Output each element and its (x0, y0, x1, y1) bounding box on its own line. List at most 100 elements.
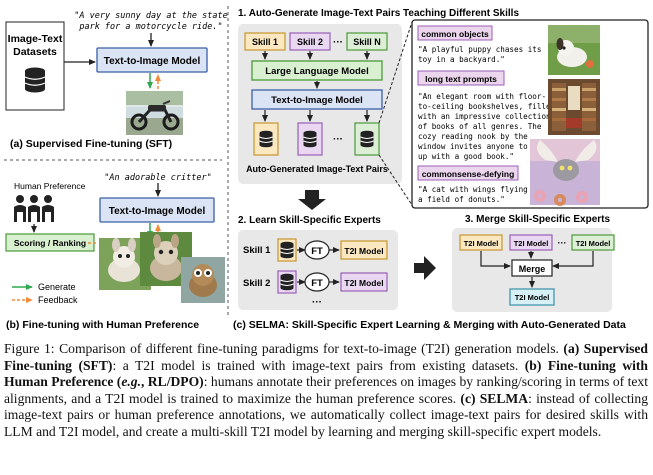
expert-2-skill: Skill 2 (243, 278, 270, 289)
tag-common-objects (417, 25, 493, 41)
figure-caption: Figure 1: Comparison of different fine-t… (4, 341, 648, 441)
example-3-line-1: "A cat with wings flying over (418, 185, 551, 194)
legend-feedback: Feedback (38, 295, 78, 305)
panel-a: Image-Text Datasets "A very sunny day at… (5, 11, 228, 150)
step1-title: 1. Auto-Generate Image-Text Pairs Teachi… (238, 8, 519, 19)
selma-t2i-label: Text-to-Image Model (271, 95, 363, 106)
panel-b-title: (b) Fine-tuning with Human Preference (6, 319, 199, 331)
merge-box (511, 259, 553, 277)
caption-a-text: : a T2I model is trained with image-text… (112, 357, 519, 373)
panel-c: 1. Auto-Generate Image-Text Pairs Teachi… (233, 8, 649, 331)
caption-c-head: (c) SELMA (460, 390, 529, 406)
datasets-label-1: Image-Text (8, 33, 63, 45)
skill-ellipsis: ··· (333, 37, 343, 48)
caption-a-head: (a) Supervised Fine-tuning (SFT) (4, 341, 648, 373)
expert-1-skill: Skill 1 (243, 245, 271, 256)
critter-image-3 (181, 257, 225, 303)
expert-2-model-box (340, 272, 388, 292)
expert-1-ft-label: FT (311, 246, 323, 257)
panel-c-title: (c) SELMA: Skill-Specific Expert Learnin… (233, 319, 626, 331)
merge-model-2-box (509, 234, 553, 251)
down-arrow (298, 190, 326, 210)
merged-model-box (509, 288, 555, 306)
tag-commonsense (417, 165, 519, 181)
skill-2-box (289, 32, 331, 51)
selma-t2i-box (251, 89, 383, 110)
caption-b-head-2: , RL/DPO) (140, 374, 204, 390)
example-1-line-2: toy in a backyard." (418, 55, 505, 64)
example-2-line-2: to-ceiling bookshelves, filled (418, 102, 555, 111)
sft-t2i-model-label: Text-to-Image Model (104, 56, 201, 67)
right-arrow (414, 256, 436, 280)
merged-model-label: T2I Model (515, 293, 550, 302)
zoom-line-top (378, 21, 413, 124)
example-2-line-3: with an impressive collection (418, 112, 551, 121)
example-2-line-7: up with a good book." (418, 152, 514, 161)
bookshelf-room-image (548, 79, 600, 135)
datasets-label-2: Datasets (13, 46, 57, 58)
rlhf-t2i-model-box (99, 197, 215, 223)
legend-generate: Generate (38, 282, 76, 292)
merge-model-1-label: T2I Model (464, 239, 499, 248)
tag-long-text-label: long text prompts (425, 74, 497, 84)
scoring-label: Scoring / Ranking (14, 238, 86, 248)
example-2-line-4: of books of all genres. The (418, 122, 542, 131)
caption-fig-label: Figure 1: (4, 341, 55, 356)
expert-2-model-label: T2I Model (344, 278, 383, 288)
expert-1-model-label: T2I Model (344, 246, 383, 256)
llm-box (251, 60, 383, 81)
caption-b-head-eg: e.g. (121, 374, 141, 390)
expert-1-model-box (340, 240, 388, 260)
datasets-box (5, 21, 65, 111)
merge-model-3-label: T2I Model (576, 239, 611, 248)
step2-title: 2. Learn Skill-Specific Experts (238, 215, 381, 226)
example-3-line-2: a field of donuts." (418, 195, 505, 204)
figure-diagram: Image-Text Datasets "A very sunny day at… (4, 6, 649, 331)
puppy-image (548, 25, 600, 75)
skill-n-box (346, 32, 388, 51)
expert-1-db-icon (280, 241, 294, 259)
people-icon (14, 195, 54, 222)
sft-prompt-line-2: park for a motorcycle ride." (78, 22, 222, 32)
pair-ellipsis: ··· (333, 134, 343, 145)
merge-model-3-box (571, 234, 615, 251)
skill-1-box (244, 32, 286, 51)
caption-b-text: : humans annotate their preferences on i… (4, 374, 648, 406)
caption-c-text: : instead of collecting image-text pairs… (4, 390, 648, 439)
skill-1-label: Skill 1 (252, 37, 278, 47)
example-2-line-6: window invites anyone to curl (418, 142, 551, 151)
pairs-label: Auto-Generated Image-Text Pairs (246, 164, 388, 174)
winged-cat-image (530, 139, 600, 206)
llm-label: Large Language Model (265, 66, 368, 77)
merge-model-2-label: T2I Model (514, 239, 549, 248)
expert-2-ft-label: FT (311, 278, 323, 289)
panel-a-title: (a) Supervised Fine-tuning (SFT) (10, 138, 172, 150)
step3-title: 3. Merge Skill-Specific Experts (465, 214, 610, 225)
expert-2-db-icon (280, 273, 294, 291)
merge-model-1-box (459, 234, 503, 251)
skill-2-label: Skill 2 (297, 37, 323, 47)
pair-db-icon-2 (303, 130, 317, 148)
caption-intro: Comparison of different fine-tuning para… (59, 341, 559, 356)
caption-b-head-1: (b) Fine-tuning with Human Preference ( (4, 357, 648, 390)
skill-n-label: Skill N (353, 37, 381, 47)
merge-ellipsis: ··· (558, 238, 567, 248)
example-2-line-5: cozy reading nook by the (418, 132, 528, 141)
tag-long-text (417, 70, 505, 86)
pair-db-icon-n (360, 130, 374, 148)
sft-t2i-model-box (96, 47, 208, 73)
merge-label: Merge (519, 264, 546, 274)
panel-b: Human Preference Scoring / Ranking "An a… (5, 173, 225, 331)
pair-db-icon-1 (259, 130, 273, 148)
expert-ellipsis: ··· (312, 297, 322, 308)
example-2-line-1: "An elegant room with floor- (418, 92, 546, 101)
tag-commonsense-label: commonsense-defying (422, 169, 515, 179)
human-preference-label: Human Preference (14, 181, 86, 191)
motorcycle-image (126, 91, 183, 135)
example-1-line-1: "A playful puppy chases its (418, 45, 541, 54)
database-icon (24, 66, 46, 94)
tag-common-objects-label: common objects (421, 29, 489, 39)
rlhf-prompt: "An adorable critter" (104, 173, 211, 183)
sft-prompt-line-1: "A very sunny day at the state (74, 11, 228, 21)
rlhf-t2i-model-label: Text-to-Image Model (109, 206, 206, 217)
